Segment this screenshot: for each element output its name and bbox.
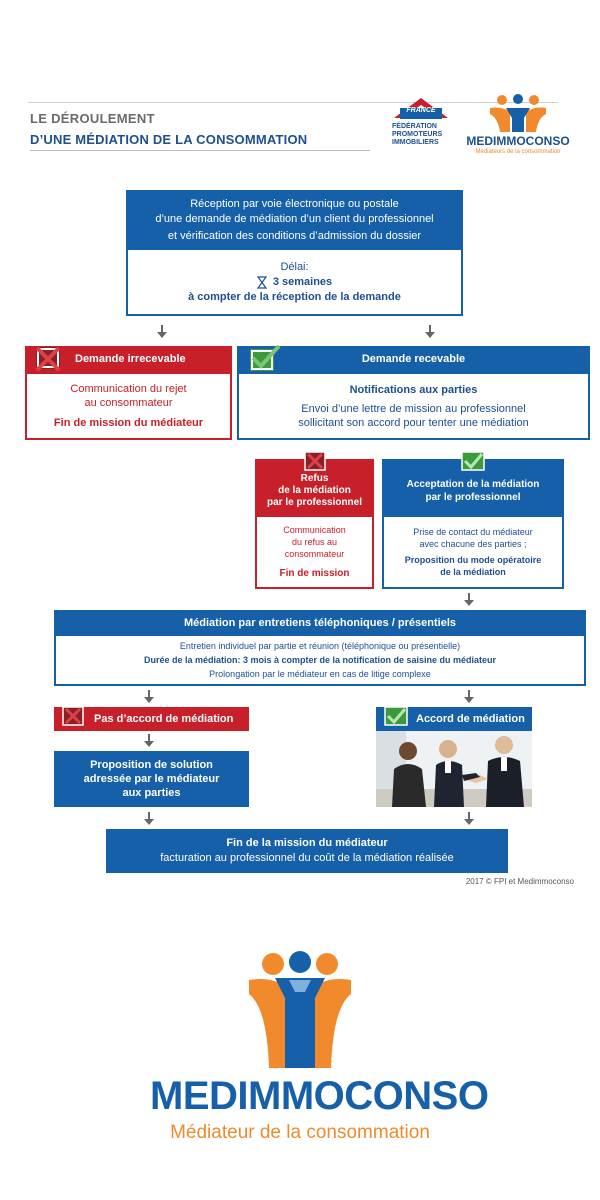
- accord-header: Accord de médiation: [376, 706, 532, 731]
- arrow-down-icon: [464, 593, 474, 607]
- red-x-icon: [62, 706, 84, 726]
- medimmoconso-small-logo: MEDIMMOCONSO Médiateurs de la consommati…: [466, 94, 570, 160]
- copyright: 2017 © FPI et Medimmoconso: [465, 877, 574, 886]
- refus-header: Refus de la médiation par le professionn…: [255, 451, 374, 517]
- acceptation-header: Acceptation de la médiation par le profe…: [382, 451, 564, 517]
- green-check-icon: [461, 451, 485, 471]
- mediation-body: Entretien individuel par partie et réuni…: [54, 636, 586, 686]
- handshake-illustration: [376, 731, 532, 807]
- arrow-down-icon: [464, 812, 474, 826]
- green-check-icon: [384, 706, 408, 726]
- title-underline: [30, 150, 370, 151]
- recevable-body: Notifications aux parties Envoi d’une le…: [237, 374, 590, 440]
- mediation-header: Médiation par entretiens téléphoniques /…: [54, 610, 586, 636]
- recevable-header: Demande recevable: [237, 344, 590, 374]
- header-rule: [28, 102, 558, 103]
- title-line1: LE DÉROULEMENT: [30, 111, 155, 126]
- check-box-icon: [251, 350, 273, 370]
- pas-accord-header: Pas d’accord de médiation: [54, 706, 249, 731]
- acceptation-body: Prise de contact du médiateur avec chacu…: [382, 517, 564, 589]
- arrow-down-icon: [144, 690, 154, 704]
- refus-body: Communication du refus au consommateur F…: [255, 517, 374, 589]
- arrow-down-icon: [464, 690, 474, 704]
- red-x-icon: [304, 451, 326, 471]
- arrow-down-icon: [144, 734, 154, 748]
- arrow-down-icon: [144, 812, 154, 826]
- step-reception-header: Réception par voie électronique ou posta…: [126, 190, 463, 250]
- hourglass-icon: [256, 275, 267, 289]
- handshake-photo: [376, 731, 532, 807]
- green-check-icon: [251, 344, 281, 369]
- fin-mission-box: Fin de la mission du médiateur facturati…: [106, 829, 508, 873]
- title-line2: D’UNE MÉDIATION DE LA CONSOMMATION: [30, 132, 308, 147]
- irrecevable-body: Communication du rejet au consommateur F…: [25, 374, 232, 440]
- red-x-icon: [35, 346, 61, 372]
- step-reception-delay: Délai: 3 semaines à compter de la récept…: [126, 250, 463, 316]
- medimmoconso-big-logo: MEDIMMOCONSO Médiateur de la consommatio…: [150, 950, 489, 1150]
- fpi-logo: FRANCE FÉDÉRATION PROMOTEURS IMMOBILIERS: [388, 96, 454, 156]
- arrow-down-icon: [157, 325, 167, 339]
- irrecevable-header: Demande irrecevable: [25, 346, 232, 374]
- fpi-roof-icon: [394, 98, 448, 119]
- people-logo-icon: [249, 951, 351, 1068]
- arrow-down-icon: [425, 325, 435, 339]
- proposition-box: Proposition de solution adressée par le …: [54, 751, 249, 807]
- page-title: LE DÉROULEMENT D’UNE MÉDIATION DE LA CON…: [30, 111, 307, 147]
- people-logo-icon: [490, 94, 546, 132]
